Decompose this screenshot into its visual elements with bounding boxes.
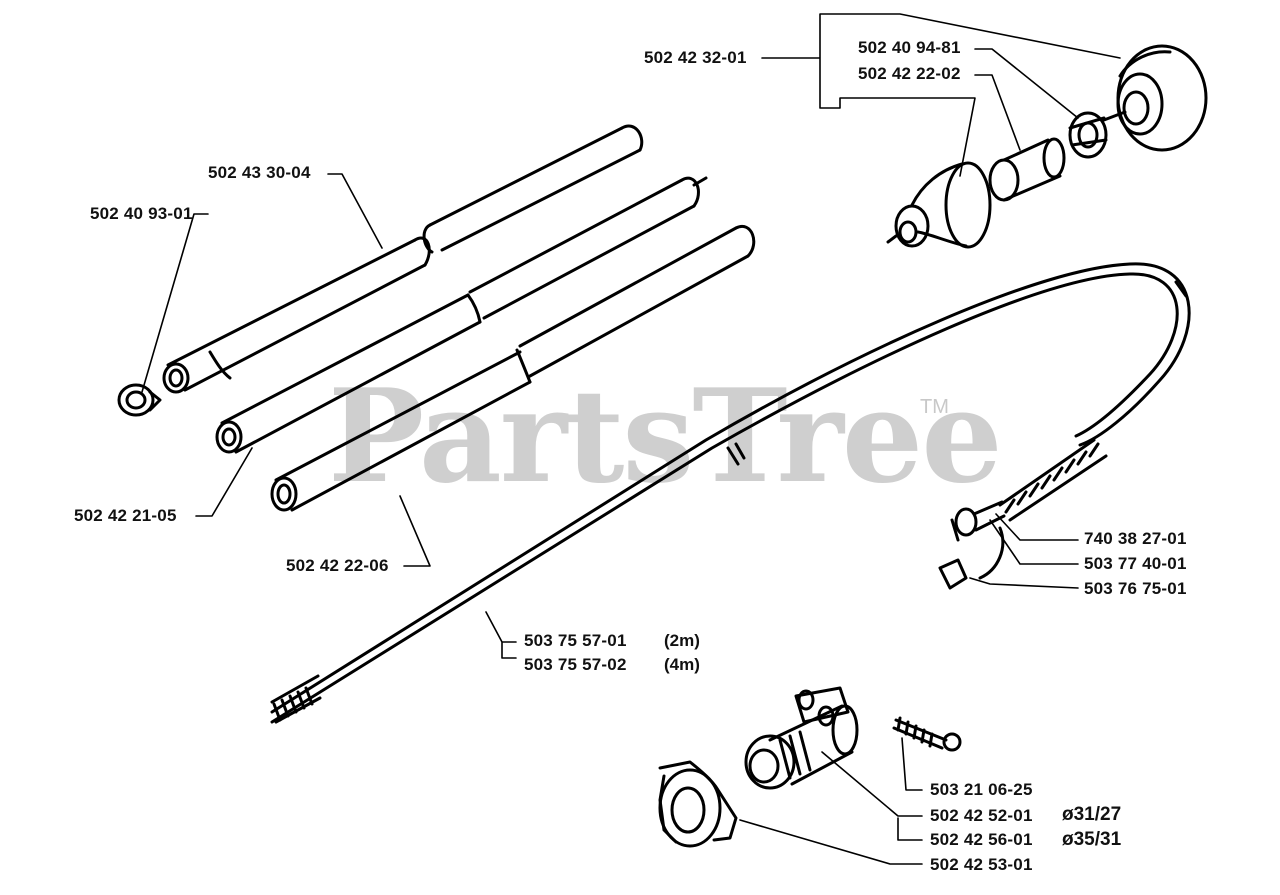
assembly-axis xyxy=(1102,110,1127,122)
diameter-note-2: ø35/31 xyxy=(1062,829,1122,850)
callout-502-42-32-01: 502 42 32-01 xyxy=(644,48,747,67)
callout-502-40-94-81: 502 40 94-81 xyxy=(858,38,961,57)
length-2m-note: (2m) xyxy=(664,631,700,650)
callout-503-77-40-01: 503 77 40-01 xyxy=(1084,554,1187,573)
tube-clamp xyxy=(117,383,162,417)
leader-lines xyxy=(141,13,1121,865)
callout-502-43-30-04: 502 43 30-04 xyxy=(208,163,311,182)
callout-502-42-52-01: 502 42 52-01 xyxy=(930,806,1033,825)
spacer-sleeve xyxy=(988,137,1066,202)
middle-tube xyxy=(215,176,708,454)
cone-housing xyxy=(886,161,992,249)
knob-handle xyxy=(658,760,738,848)
lower-tube xyxy=(270,224,756,512)
clamp-screw xyxy=(892,716,962,752)
upper-tube xyxy=(162,124,644,394)
callout-502-42-53-01: 502 42 53-01 xyxy=(930,855,1033,874)
watermark-trademark: TM xyxy=(920,396,949,418)
spark-connector xyxy=(938,500,1006,590)
shaft-spring xyxy=(998,438,1108,522)
callout-502-42-56-01: 502 42 56-01 xyxy=(930,830,1033,849)
callout-503-75-57-01: 503 75 57-01 xyxy=(524,631,627,650)
drive-shaft xyxy=(270,262,1191,724)
nut xyxy=(1068,111,1108,159)
callout-740-38-27-01: 740 38 27-01 xyxy=(1084,529,1187,548)
bell-cover xyxy=(1116,44,1208,152)
callout-503-75-57-02: 503 75 57-02 xyxy=(524,655,627,674)
callout-503-76-75-01: 503 76 75-01 xyxy=(1084,579,1187,598)
clamp-block xyxy=(794,686,850,727)
diameter-note-1: ø31/27 xyxy=(1062,804,1122,825)
callout-502-40-93-01: 502 40 93-01 xyxy=(90,204,193,223)
callout-502-42-21-05: 502 42 21-05 xyxy=(74,506,177,525)
callout-502-42-22-02: 502 42 22-02 xyxy=(858,64,961,83)
callout-502-42-22-06: 502 42 22-06 xyxy=(286,556,389,575)
callout-503-21-06-25: 503 21 06-25 xyxy=(930,780,1033,799)
length-4m-note: (4m) xyxy=(664,655,700,674)
